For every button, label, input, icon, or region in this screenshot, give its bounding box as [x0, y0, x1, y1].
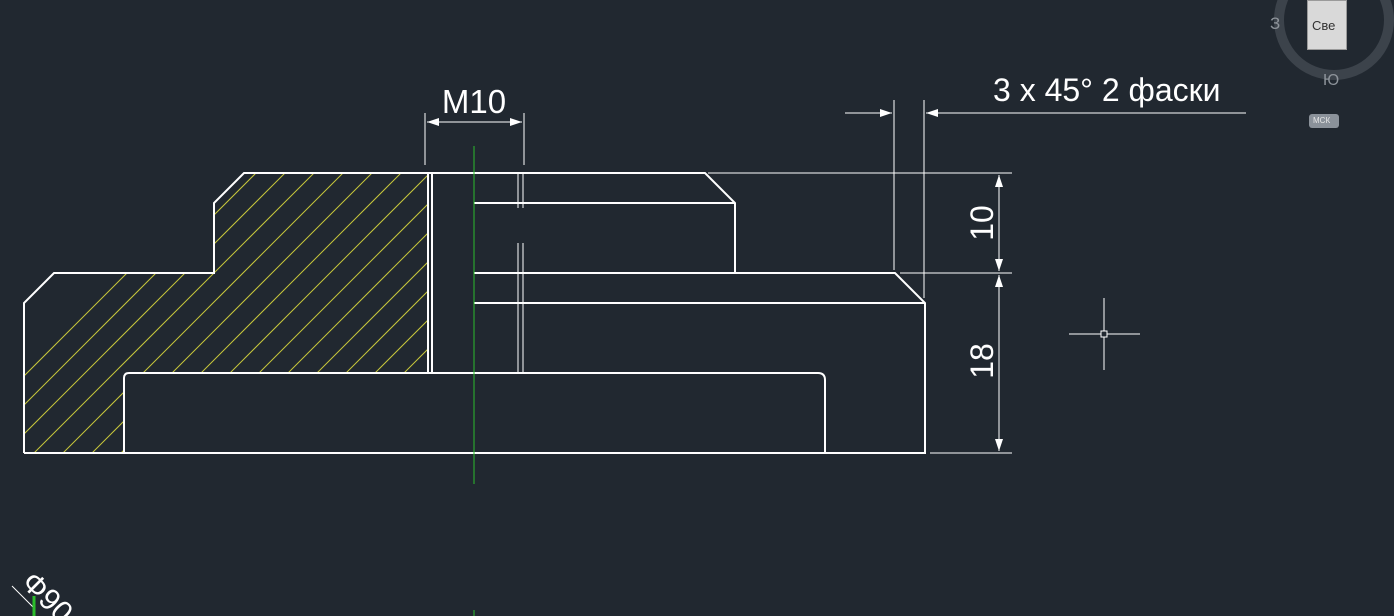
hatch-line — [44, 173, 428, 453]
viewcube-face-top[interactable]: Све — [1307, 0, 1347, 50]
hatch-line — [654, 100, 1054, 500]
thread-lines — [517, 173, 524, 373]
compass-south-label[interactable]: Ю — [1323, 72, 1340, 89]
hatch-line — [24, 173, 330, 453]
viewcube[interactable]: Све З Ю МСК — [1262, 0, 1394, 140]
part-outline — [23, 172, 926, 454]
hatch-line — [828, 100, 1228, 500]
hatch-line — [131, 173, 428, 453]
hatch-line — [683, 100, 1083, 500]
hatch-line — [102, 173, 428, 453]
hatch-line — [24, 173, 417, 453]
dimension-18-label: 18 — [964, 343, 1000, 379]
dimension-10-label: 10 — [964, 205, 1000, 241]
hatch-line — [421, 173, 428, 453]
hatch-line — [480, 100, 880, 500]
hatch-line — [160, 173, 428, 453]
compass-ring[interactable] — [1274, 0, 1394, 80]
hatch-line — [247, 173, 428, 453]
hatch-line — [712, 100, 1112, 500]
hatch-line — [596, 100, 996, 500]
hatch-line — [451, 100, 851, 500]
chamfer-note-label: 3 x 45° 2 фаски — [993, 72, 1221, 108]
chamfer-dimension — [845, 100, 1246, 298]
hatch-line — [24, 173, 359, 453]
hatch-line — [567, 100, 967, 500]
hatch-line — [189, 173, 428, 453]
hatch-line — [509, 100, 909, 500]
hatch-line — [334, 173, 428, 453]
compass-west-label[interactable]: З — [1270, 14, 1281, 33]
hatch-line — [857, 100, 1257, 500]
hatch-line — [770, 100, 1170, 500]
hatch-line — [276, 173, 428, 453]
hatch-line — [741, 100, 1141, 500]
hatch-line — [218, 173, 428, 453]
hatch-line — [24, 173, 301, 453]
hatch-line — [24, 173, 388, 453]
hatch-line — [73, 173, 428, 453]
crosshair-cursor — [1069, 298, 1140, 370]
ucs-menu-button[interactable]: МСК — [1309, 114, 1339, 128]
diameter-leader — [11, 585, 36, 616]
hatch-line — [538, 100, 938, 500]
thread-callout-label: M10 — [442, 83, 506, 120]
thread-dimension — [424, 113, 525, 165]
hatch-line — [305, 173, 428, 453]
model-space-drawing[interactable]: M10 3 x 45° 2 фаски 10 18 Φ90 — [0, 0, 1332, 616]
hatch-line — [886, 100, 1286, 500]
hatch-line — [363, 173, 428, 453]
diameter-fragment-label: Φ90 — [15, 566, 79, 616]
hatch-line — [392, 173, 428, 453]
vertical-dimensions — [708, 172, 1012, 454]
section-hatch — [24, 100, 1286, 500]
